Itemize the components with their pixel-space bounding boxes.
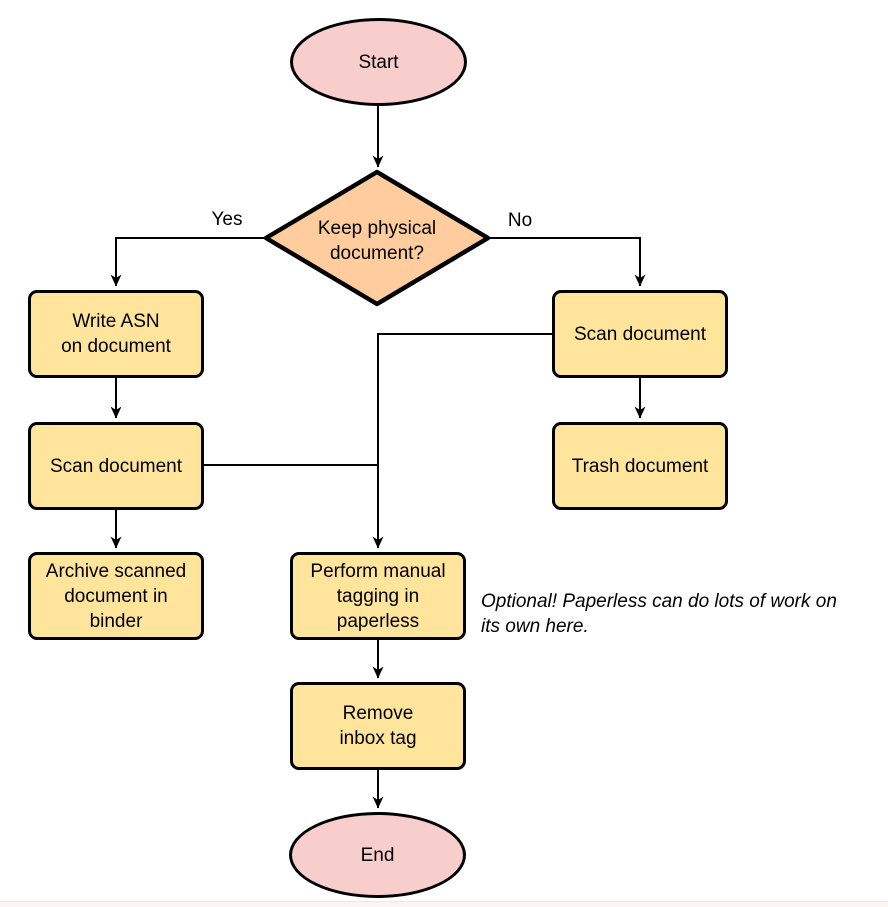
- edge-label-no: No: [507, 210, 533, 231]
- edge-decision-to-scan-right-no: [488, 237, 646, 287]
- node-trash-document: Trash document: [552, 422, 728, 510]
- node-archive-binder-label: Archive scanned document in binder: [45, 560, 187, 632]
- node-scan-document-left: Scan document: [28, 422, 204, 510]
- node-start: Start: [290, 18, 467, 106]
- node-decision: Keep physical document?: [272, 178, 482, 304]
- node-remove-inbox-tag: Remove inbox tag: [290, 682, 466, 770]
- node-manual-tagging-label: Perform manual tagging in paperless: [310, 560, 446, 632]
- edge-decision-to-write-asn-yes: [110, 237, 266, 287]
- edge-label-yes: Yes: [211, 209, 243, 230]
- bottom-edge-strip: [0, 901, 888, 907]
- node-manual-tagging: Perform manual tagging in paperless: [290, 552, 466, 640]
- node-end: End: [289, 812, 466, 898]
- node-remove-inbox-tag-label: Remove inbox tag: [339, 703, 417, 749]
- node-scan-document-right: Scan document: [552, 290, 728, 378]
- node-decision-label: Keep physical document?: [317, 218, 437, 264]
- node-write-asn-label: Write ASN on document: [61, 311, 171, 357]
- node-archive-binder: Archive scanned document in binder: [28, 552, 204, 640]
- node-write-asn: Write ASN on document: [28, 290, 204, 378]
- node-scan-document-left-label: Scan document: [49, 455, 183, 477]
- node-scan-document-right-label: Scan document: [573, 323, 707, 345]
- annotation-note: Optional! Paperless can do lots of work …: [481, 591, 837, 637]
- node-trash-document-label: Trash document: [571, 455, 709, 477]
- node-start-label: Start: [358, 51, 399, 73]
- decision-diamond-shape: [263, 169, 491, 307]
- edge-scan-right-to-tagging: [372, 333, 552, 549]
- node-end-label: End: [360, 844, 395, 866]
